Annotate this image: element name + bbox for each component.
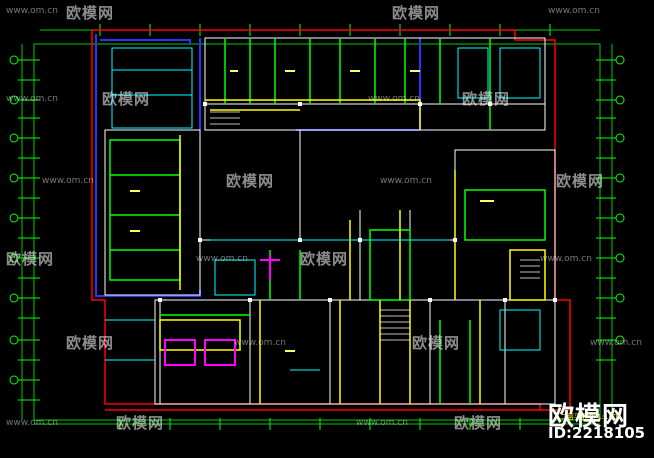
- watermark-site: www.om.cn: [368, 94, 420, 104]
- watermark-text: 欧模网: [556, 172, 605, 190]
- watermark-text: 欧模网: [412, 334, 461, 352]
- watermark-site: www.om.cn: [548, 6, 600, 16]
- room-label-marks: [130, 70, 494, 352]
- watermark-text: 欧模网: [116, 414, 165, 432]
- watermark-site: www.om.cn: [6, 94, 58, 104]
- watermark-text: 欧模网: [66, 4, 115, 22]
- watermark-text: 欧模网: [462, 90, 511, 108]
- watermark-text: 欧模网: [66, 334, 115, 352]
- axis-ticks: [18, 59, 616, 401]
- watermark-text: 欧模网: [226, 172, 275, 190]
- stairs: [210, 111, 540, 341]
- watermark-text: 欧模网: [300, 250, 349, 268]
- watermark-site: www.om.cn: [540, 254, 592, 264]
- watermark-site: www.om.cn: [196, 254, 248, 264]
- watermark-site: www.om.cn: [234, 338, 286, 348]
- blue-walls: [95, 34, 421, 297]
- columns: [158, 102, 557, 302]
- watermark-site: www.om.cn: [590, 338, 642, 348]
- brand-id-text: ID:2218105: [548, 424, 646, 442]
- plan-title: 二层平面图 1:100: [560, 413, 618, 421]
- cyan-details: [105, 47, 541, 371]
- watermark-site: www.om.cn: [356, 418, 408, 428]
- watermark-text: 欧模网: [102, 90, 151, 108]
- yellow-partitions: [159, 99, 546, 404]
- watermark-site: www.om.cn: [6, 6, 58, 16]
- watermark-text: 欧模网: [6, 250, 55, 268]
- watermark-site: www.om.cn: [380, 176, 432, 186]
- red-boundary: [91, 29, 571, 411]
- axis-bubbles: [9, 55, 625, 385]
- watermark-text: 欧模网: [454, 414, 503, 432]
- watermark-site: www.om.cn: [6, 418, 58, 428]
- watermark-site: www.om.cn: [42, 176, 94, 186]
- magenta-rooms: [164, 255, 280, 366]
- column-ticks: [99, 24, 551, 430]
- watermark-text: 欧模网: [392, 4, 441, 22]
- brand-logo-text: 欧模网: [548, 402, 630, 432]
